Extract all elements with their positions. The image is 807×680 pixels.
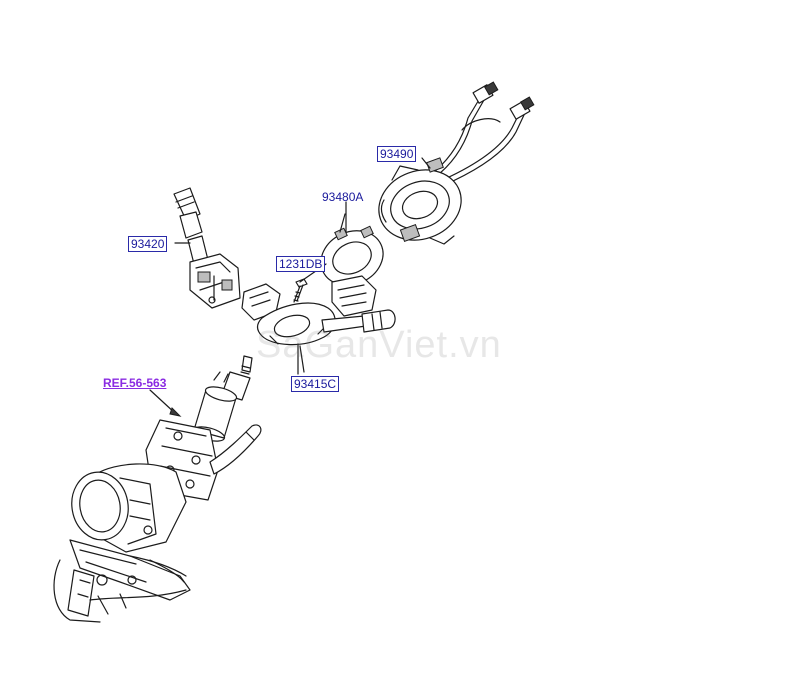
lever-switch-left — [173, 187, 241, 309]
label-93490[interactable]: 93490 — [377, 146, 417, 162]
ref-link[interactable]: REF.56-563 — [103, 376, 167, 390]
clock-spring-assembly — [378, 81, 535, 245]
watermark: SaGanViet.vn — [256, 324, 502, 366]
label-1231db[interactable]: 1231DB — [276, 256, 326, 272]
label-93480a[interactable]: 93480A — [322, 190, 364, 204]
label-93420[interactable]: 93420 — [128, 236, 168, 252]
label-93415c[interactable]: 93415C — [291, 376, 340, 392]
angle-sensor-assembly — [320, 213, 384, 317]
screw-1231db — [293, 278, 308, 303]
steering-column — [53, 355, 262, 623]
leader-lines — [149, 157, 431, 417]
multifunction-switch — [241, 283, 396, 375]
